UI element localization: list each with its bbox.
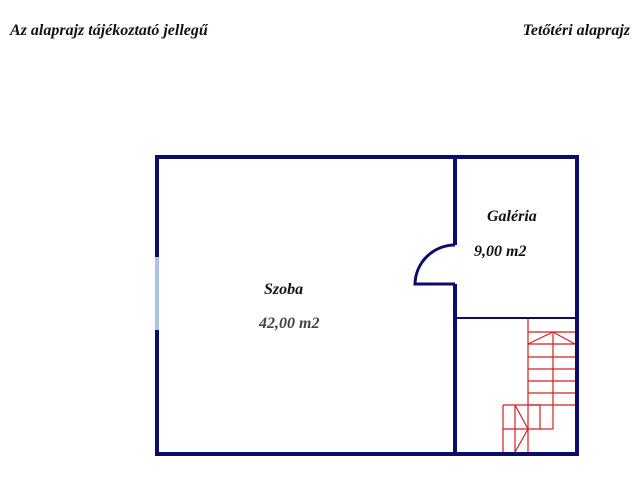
- disclaimer-note: Az alaprajz tájékoztató jellegű: [10, 22, 208, 39]
- room-label-galeria: Galéria: [487, 208, 537, 225]
- plan-title: Tetőtéri alaprajz: [522, 22, 630, 39]
- room-area-galeria: 9,00 m2: [474, 243, 526, 260]
- door-swing: [413, 243, 456, 286]
- staircase: [502, 319, 576, 453]
- room-area-szoba: 42,00 m2: [258, 315, 319, 332]
- room-label-szoba: Szoba: [264, 281, 303, 298]
- outer-walls: [155, 155, 579, 456]
